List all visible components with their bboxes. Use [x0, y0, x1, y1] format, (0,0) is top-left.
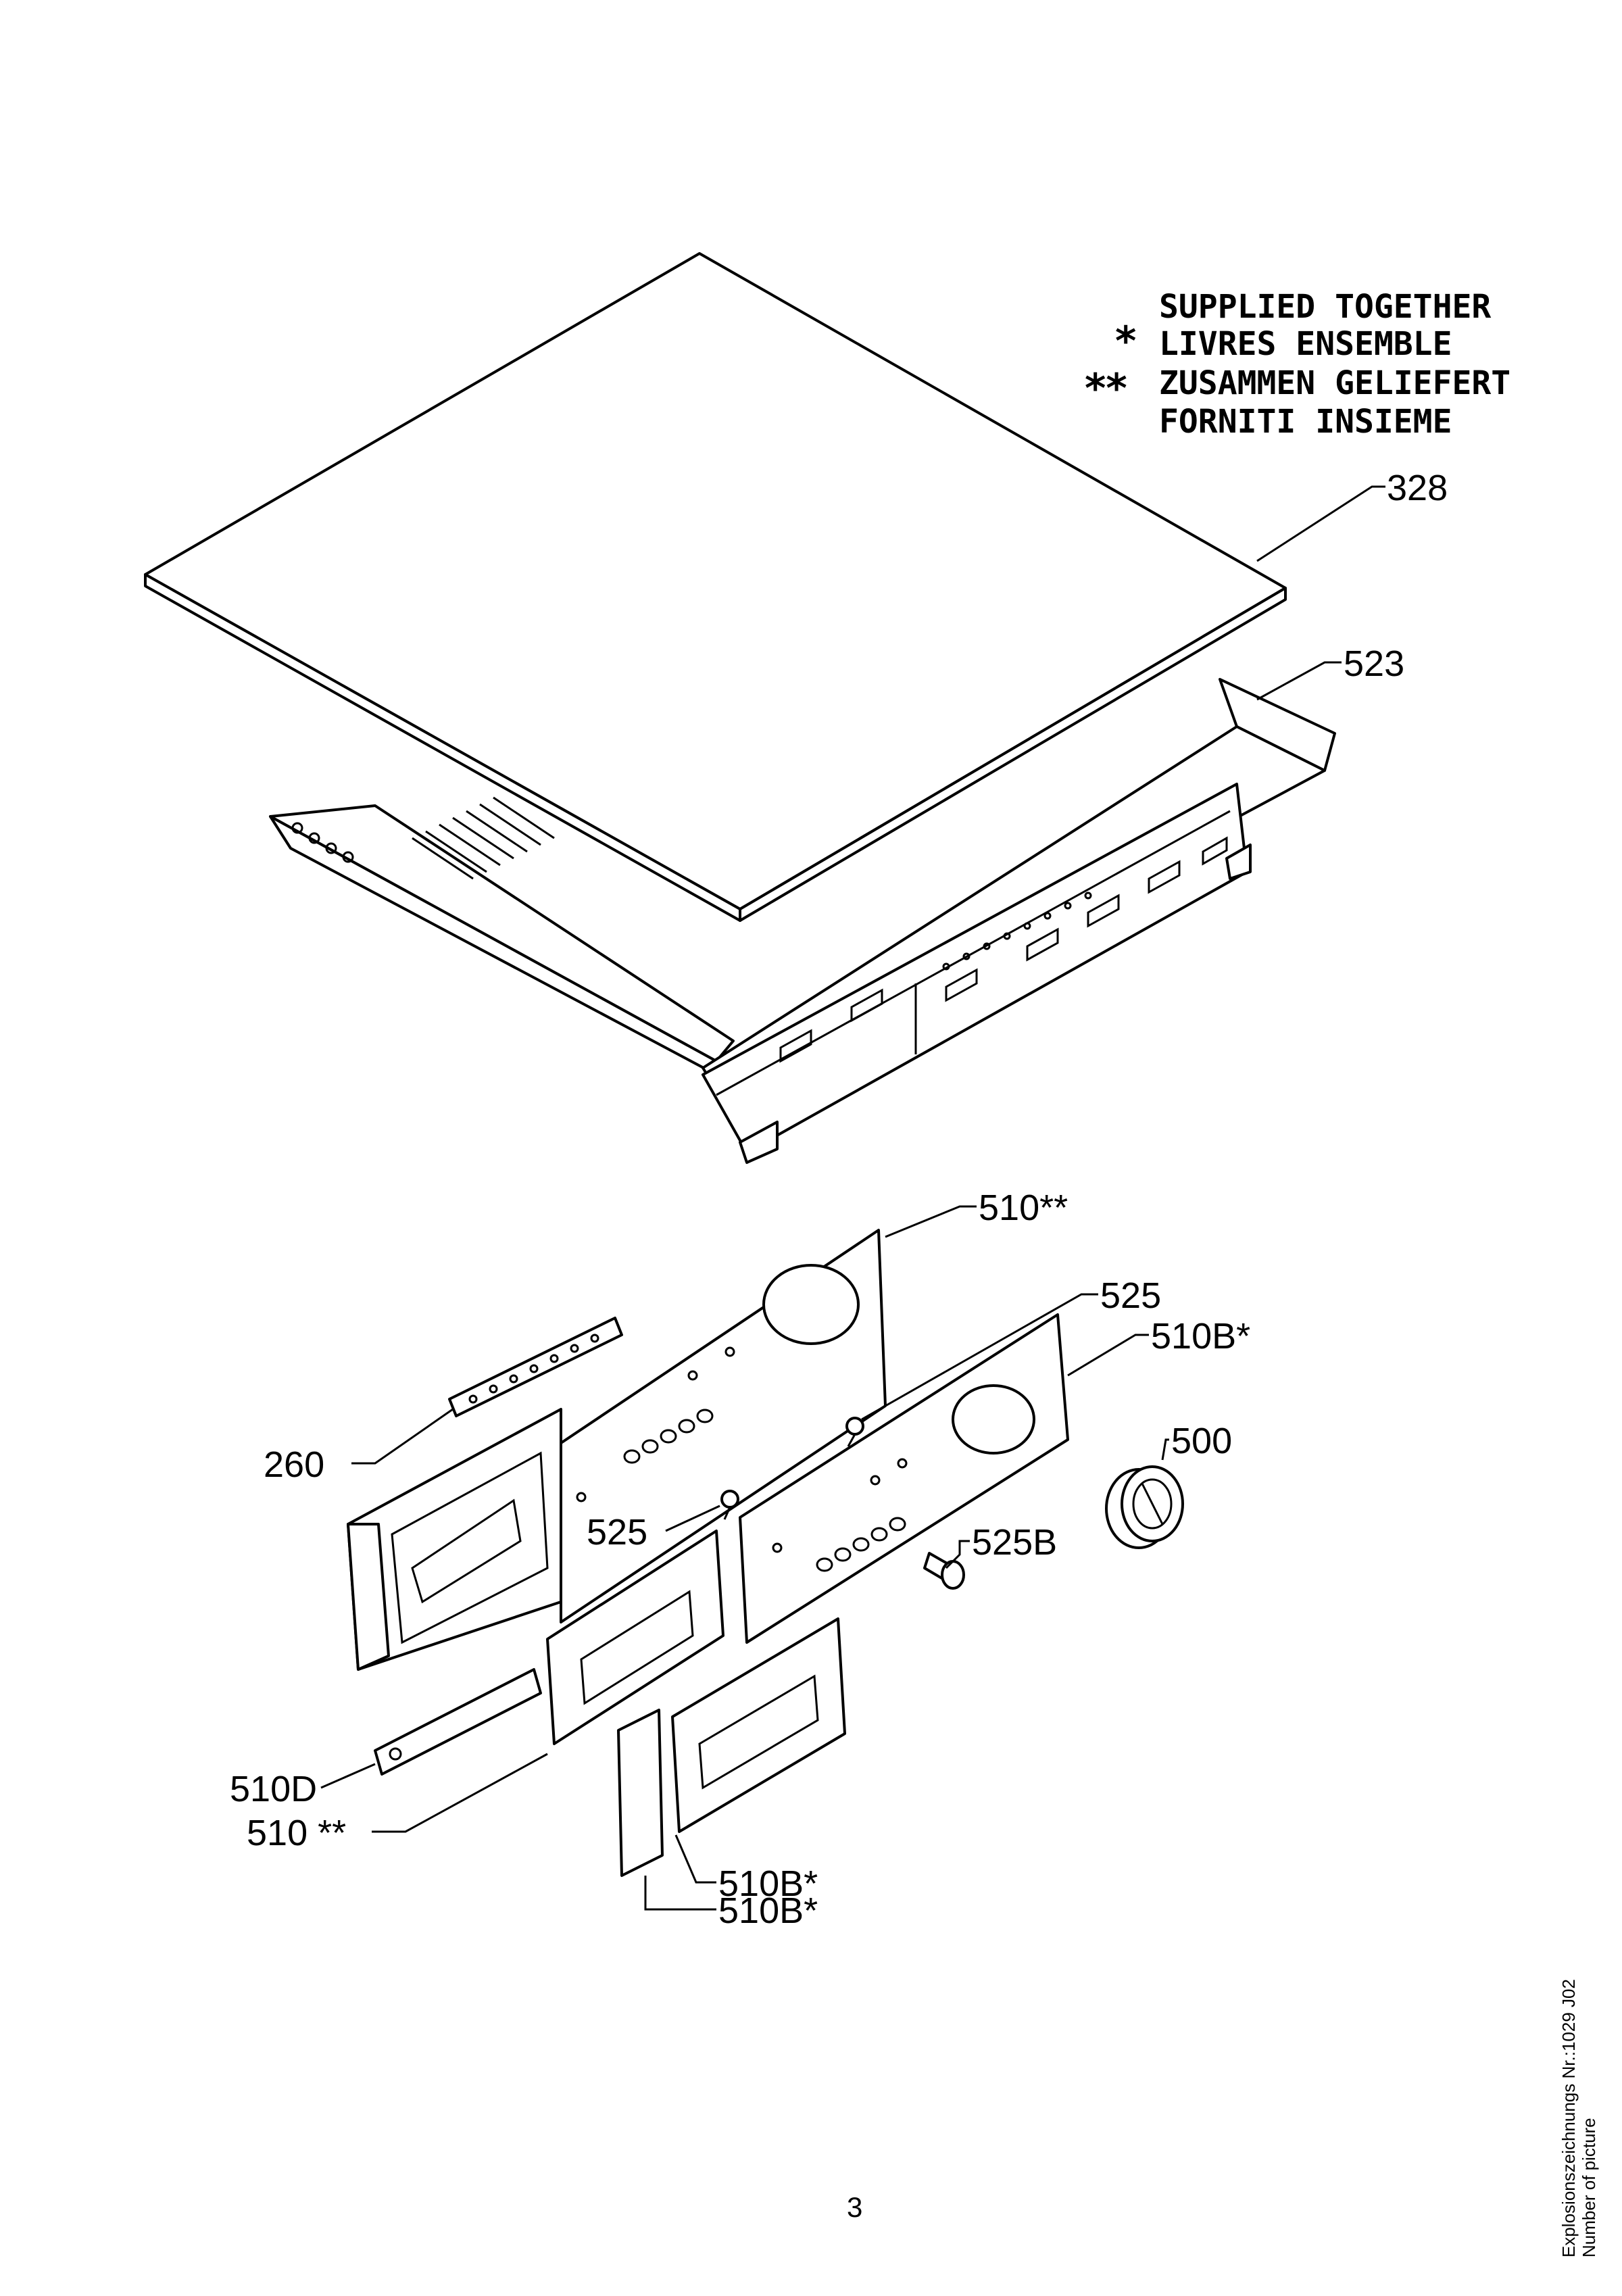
- knob: [1105, 1465, 1184, 1549]
- callout-510B-b: 510B*: [718, 1890, 818, 1931]
- trim-frame-lower: [671, 1617, 846, 1833]
- legend-line-3: ZUSAMMEN GELIEFERT: [1159, 364, 1510, 402]
- indicator-strip: [448, 1317, 623, 1417]
- trim-strip-510D: [374, 1668, 542, 1776]
- callout-523: 523: [1344, 643, 1404, 684]
- callout-260: 260: [264, 1444, 324, 1485]
- trim-frame-center: [546, 1530, 724, 1745]
- callout-510B-top: 510B*: [1151, 1316, 1250, 1357]
- legend-line-4: FORNITI INSIEME: [1159, 403, 1452, 441]
- screw-525-top: [845, 1417, 864, 1447]
- vent-slots: [412, 796, 555, 880]
- side-note-line-1: Explosionszeichnungs Nr.:1029 J02: [1558, 1979, 1579, 2257]
- legend-line-2: LIVRES ENSEMBLE: [1159, 325, 1452, 363]
- legend-marker-single: *: [1115, 318, 1136, 365]
- screw-525-mid: [720, 1490, 739, 1520]
- fascia-lower-buttons: [816, 1517, 906, 1572]
- legend-marker-double: **: [1085, 365, 1127, 412]
- callout-510-bottom: 510 **: [247, 1813, 346, 1853]
- fascia-upper-buttons: [623, 1409, 714, 1464]
- top-cover-panel: [144, 252, 1287, 922]
- leader-lines: [320, 485, 1385, 1911]
- callout-525-top: 525: [1100, 1275, 1161, 1316]
- dispenser-drawer: [347, 1408, 562, 1671]
- page-number: 3: [847, 2191, 862, 2223]
- callout-328: 328: [1387, 468, 1448, 508]
- callouts: 328 523 510** 525 510B* 500 260 525 525B…: [230, 468, 1448, 1931]
- trim-strip-vertical: [617, 1709, 664, 1877]
- legend: SUPPLIED TOGETHER * LIVRES ENSEMBLE ** Z…: [1085, 288, 1510, 441]
- control-frame: [269, 678, 1336, 1164]
- frame-holes: [942, 891, 1092, 971]
- callout-510D: 510D: [230, 1769, 317, 1809]
- side-note: Explosionszeichnungs Nr.:1029 J02 Number…: [1558, 1979, 1599, 2257]
- callout-510B-a: 510B*: [718, 1863, 818, 1904]
- callout-510-top: 510**: [979, 1188, 1068, 1228]
- pin-525B: [923, 1552, 965, 1590]
- callout-525-mid: 525: [587, 1512, 647, 1553]
- side-note-line-2: Number of picture: [1579, 2118, 1599, 2257]
- callout-500: 500: [1171, 1421, 1232, 1461]
- legend-line-1: SUPPLIED TOGETHER: [1159, 288, 1491, 326]
- fascia-panel-lower: [739, 1313, 1069, 1644]
- callout-525B: 525B: [972, 1522, 1057, 1563]
- frame-slots: [779, 836, 1228, 1063]
